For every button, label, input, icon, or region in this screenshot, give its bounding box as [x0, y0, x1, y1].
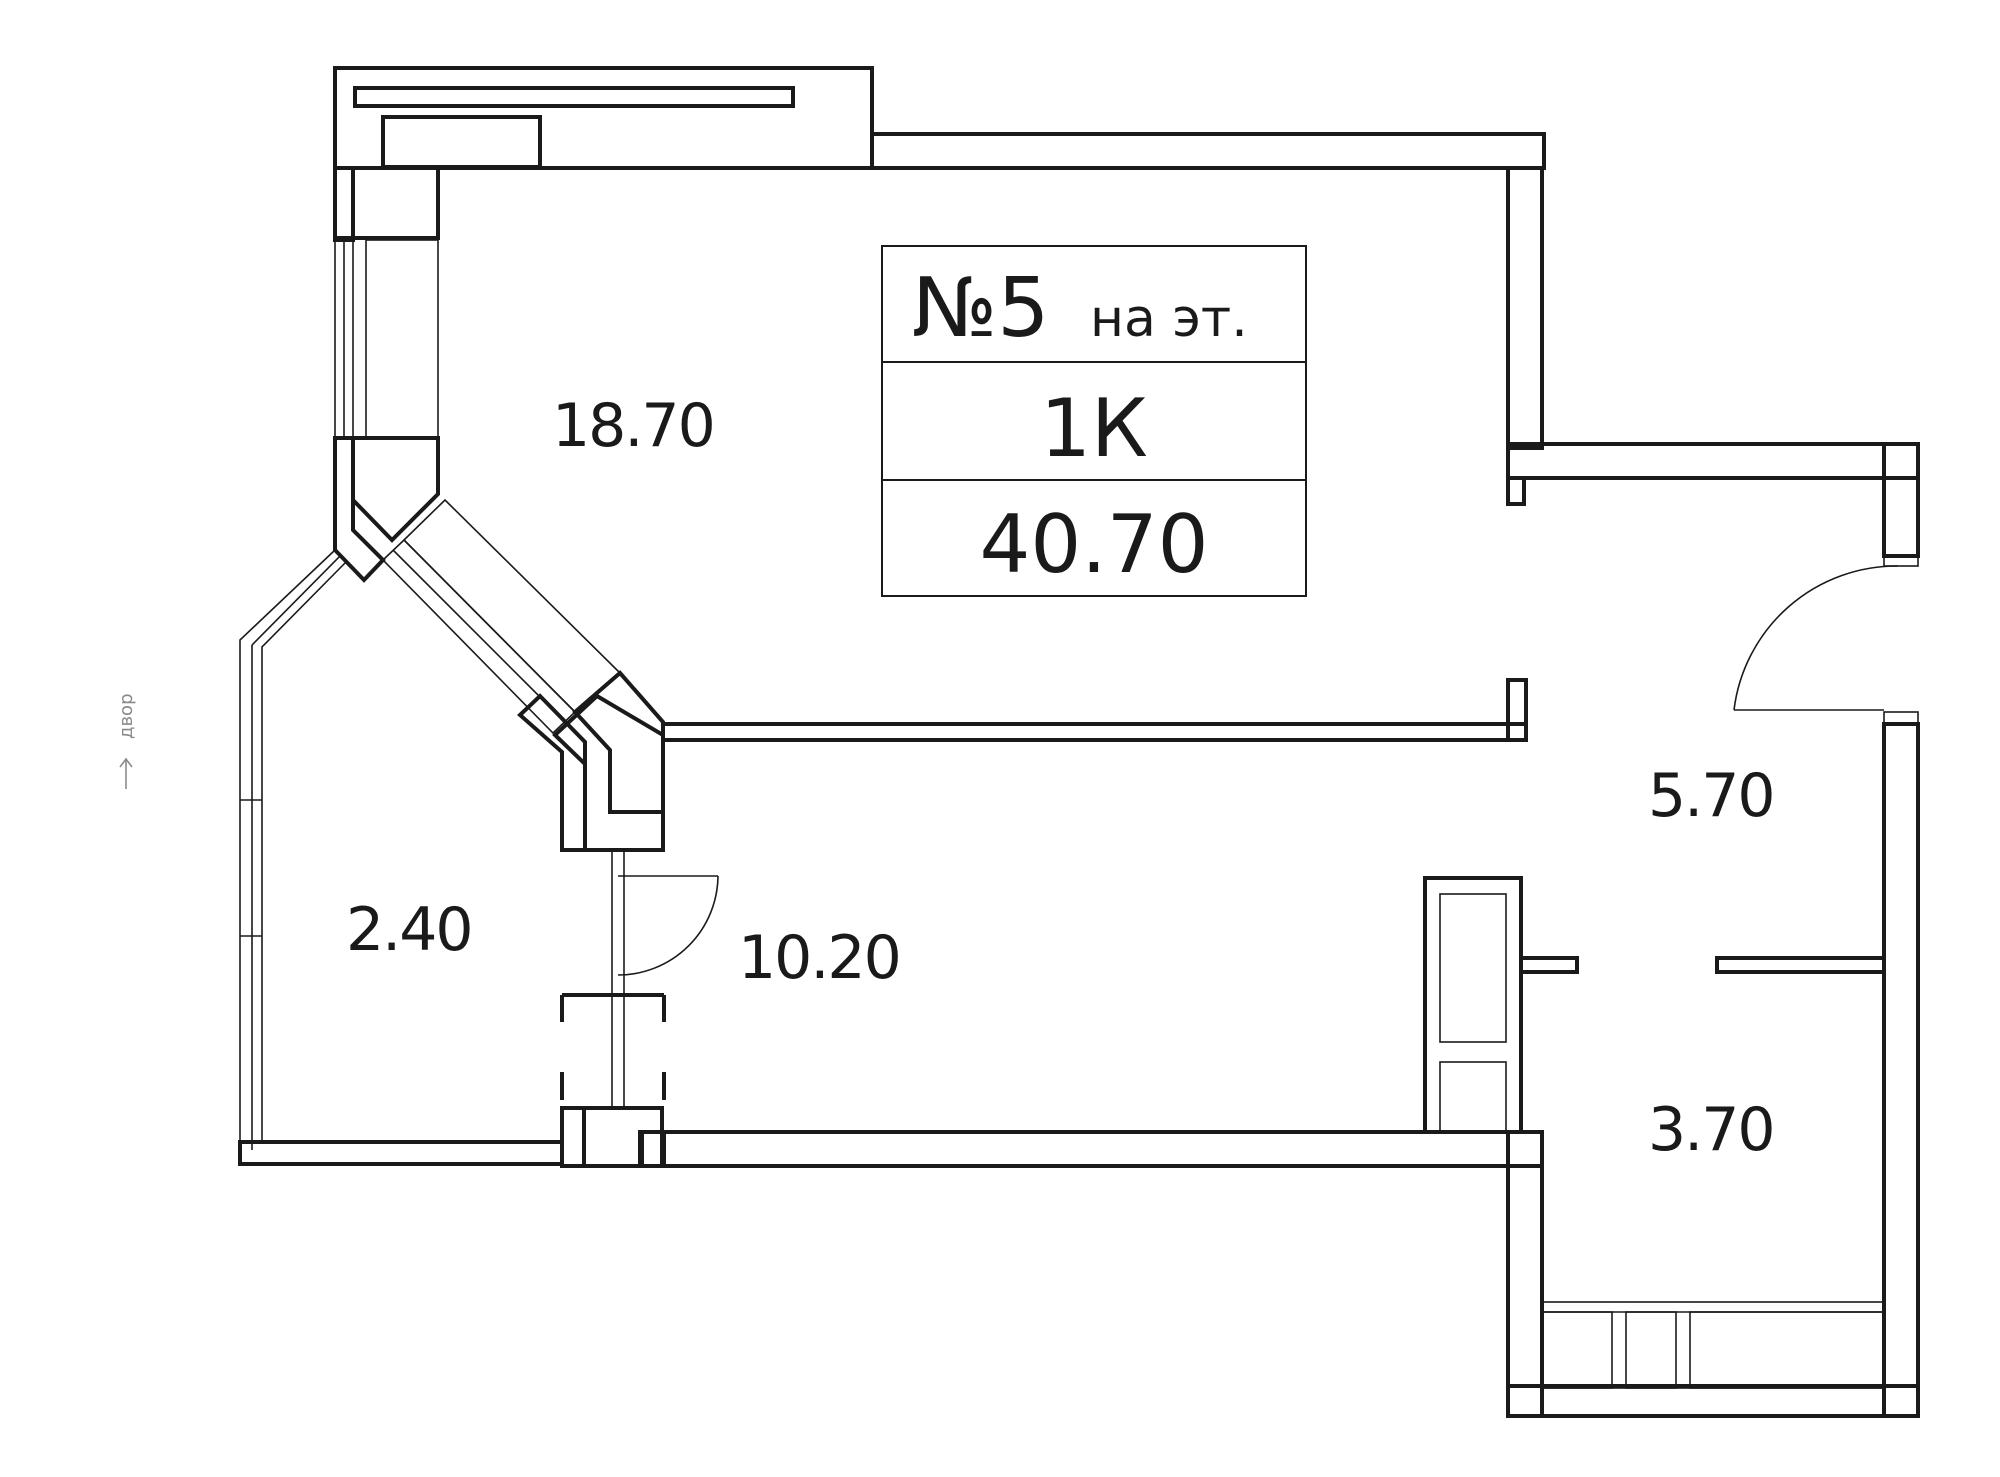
balcony-bottom-wall — [238, 1140, 564, 1166]
entrance-door-swing — [1733, 565, 1899, 711]
partition-stub-left — [1519, 956, 1579, 974]
wall-bay-diagonal-line — [392, 549, 566, 723]
bathroom-counter — [1541, 1301, 1885, 1389]
shaft-inner-upper — [1439, 893, 1507, 1043]
wall-right-lower-trim — [1883, 711, 1919, 725]
bathroom-area: 3.70 — [1648, 1095, 1774, 1165]
wall-right-lower — [1882, 722, 1920, 1418]
orientation-label: двор — [116, 694, 137, 740]
balcony-pillar-stub — [638, 1130, 666, 1168]
wall-top-left-inner — [353, 86, 795, 108]
living-window-left — [334, 239, 439, 439]
apartment-type: 1К — [1040, 382, 1148, 475]
wall-entrance-top — [1506, 442, 1920, 480]
wall-bathroom-left — [1506, 1130, 1544, 1418]
hall-area: 5.70 — [1648, 761, 1774, 831]
bathroom-cabinet-3 — [1689, 1311, 1885, 1389]
balcony — [238, 549, 666, 1168]
bay-walls — [333, 436, 1528, 852]
wall-bay-diagonal-inner — [402, 498, 622, 714]
apartment-number: №5 — [912, 261, 1049, 356]
wall-entrance-pillar — [1882, 442, 1920, 558]
orientation-marker: двор — [116, 694, 137, 789]
wall-top-left-block — [333, 66, 874, 170]
wall-left-column-top — [333, 166, 440, 240]
wall-right-upper — [1506, 166, 1544, 450]
balcony-diag-rail — [251, 555, 341, 646]
balcony-inner-diagonal — [261, 561, 347, 1142]
doors — [617, 565, 1899, 976]
balcony-pillar-inner — [560, 1106, 586, 1168]
wall-bay-corner-bottom-inner — [572, 670, 665, 814]
bathroom-cabinet-2 — [1625, 1311, 1677, 1389]
wall-top-left-slab — [381, 115, 542, 169]
room-labels: 18.70 2.40 10.20 5.70 3.70 — [346, 391, 1776, 1165]
apartment-info-box: №5 на эт. 1К 40.70 — [881, 245, 1307, 597]
partition-wall-right — [1715, 956, 1886, 974]
wall-kitchen-bottom — [662, 1130, 1544, 1168]
balcony-area: 2.40 — [346, 895, 472, 965]
wall-living-kitchen — [661, 722, 1528, 742]
arrow-icon-head — [119, 757, 133, 768]
info-box-frame — [881, 245, 1307, 597]
shaft-inner-lower — [1439, 1061, 1507, 1133]
window-frame-inner — [365, 239, 439, 439]
apartment-number-suffix: на эт. — [1090, 289, 1248, 349]
balcony-pillar — [560, 1106, 664, 1168]
bathroom-cabinet-1 — [1541, 1311, 1613, 1389]
balcony-door-swing — [617, 875, 719, 976]
apartment-total-area: 40.70 — [979, 498, 1208, 591]
wall-left-pillar — [333, 166, 355, 242]
wall-bay-diag-stub — [517, 693, 587, 852]
wall-bay-corner-block — [351, 436, 440, 543]
wall-top — [870, 132, 1546, 170]
balcony-outer-diagonal — [239, 549, 336, 1164]
wall-bottom — [1506, 1384, 1920, 1418]
wall-entrance-stub — [1506, 476, 1526, 506]
wall-entrance-pillar-trim — [1883, 555, 1919, 567]
living-room-area: 18.70 — [552, 391, 714, 461]
kitchen-area: 10.20 — [738, 923, 900, 993]
wall-living-kitchen-end — [1506, 678, 1528, 742]
bathroom-fixtures — [1423, 876, 1886, 1389]
